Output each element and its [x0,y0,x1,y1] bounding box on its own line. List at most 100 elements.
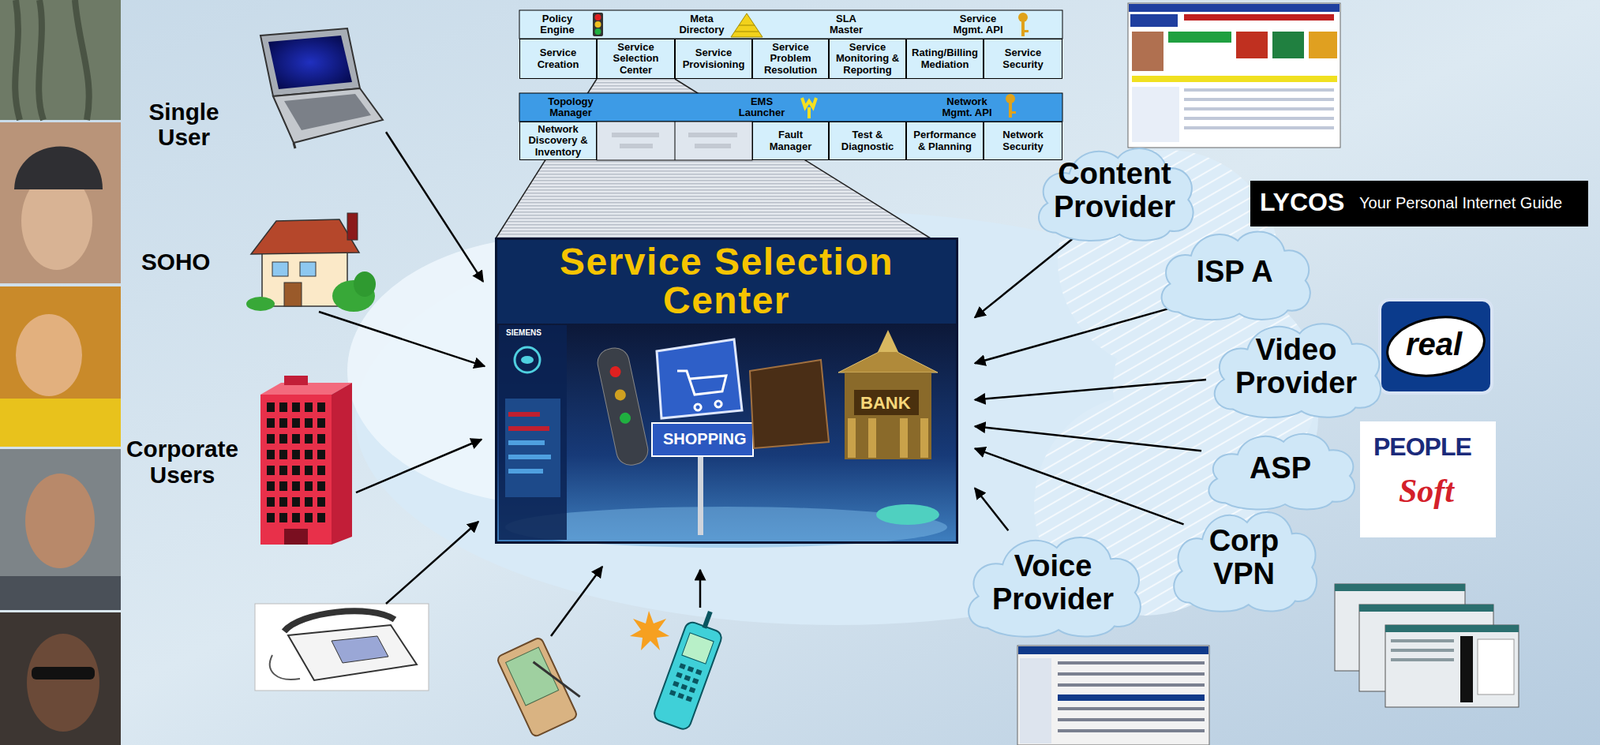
photo-strip [0,398,121,447]
office-building-icon [260,375,353,545]
node-text: ASP [1249,452,1312,486]
voice-screenshot [1057,729,1205,733]
flow-arrow [974,448,1185,525]
network-layer-table [596,121,753,161]
office-building-icon [317,513,326,523]
real-logo [1379,299,1492,394]
voice-screenshot [1018,646,1209,655]
table-cell: Network Mgmt. API [931,93,1003,122]
office-building-icon [292,402,300,413]
node-text: Network Mgmt. API [936,96,997,120]
laptop-icon [284,93,371,131]
flow-arrow [355,439,482,493]
photo-strip [0,449,121,611]
mobile-phone-icon [689,686,697,694]
selection-screen [508,454,551,460]
selection-screen [514,347,540,373]
office-building-icon [292,513,300,523]
provider-cloud: Video Provider [1206,314,1387,420]
flow-arrow [974,488,1008,532]
network-layer-table [519,93,1063,161]
table-cell: Policy Engine [527,10,588,39]
photo-strip [0,0,121,120]
laptop-icon [260,28,383,149]
node-text: Content Provider [1043,157,1186,225]
application-windows [1334,584,1466,592]
mobile-phone-icon [678,663,686,670]
photo-strip [0,122,121,284]
office-building-icon [292,481,300,491]
photo-strip [14,146,103,190]
mobile-phone-icon [692,678,700,685]
selection-screen [749,359,829,449]
selection-screen [677,370,727,411]
portal-screenshot [1130,14,1178,27]
office-building-icon [266,434,275,444]
service-layer-table [595,21,602,28]
mobile-phone-icon [629,605,729,731]
mobile-phone-icon [677,693,685,700]
mobile-phone-icon [683,674,691,682]
node-text: Policy Engine [532,13,583,37]
table-cell: Network Security [983,121,1063,161]
office-building-icon [317,481,326,491]
table-cell: Test & Diagnostic [828,121,907,161]
logo-text: Soft [1398,472,1454,510]
node-text: Service Selection Center [533,239,921,324]
photo-strip [0,286,121,447]
mobile-phone-icon [651,605,729,731]
node-text: Topology Manager [539,96,603,120]
selection-screen [508,412,540,417]
portal-screenshot [1127,3,1341,148]
table-cell: Service Monitoring & Reporting [828,38,907,79]
mobile-phone-icon [629,610,670,651]
node-text: Fault Manager [763,129,819,153]
portal-screenshot [1168,31,1232,43]
cloud-shape [968,537,1141,638]
node-text: Corporate Users [116,436,249,488]
office-building-icon [304,418,313,428]
portal-screenshot [1131,75,1338,83]
desk-phone-icon [269,655,300,680]
provider-cloud: Voice Provider [959,527,1147,640]
service-layer-table [738,25,755,27]
selection-screen [618,411,633,425]
node-text: Voice Provider [974,550,1132,617]
mobile-phone-icon [687,666,695,673]
selection-screen [495,238,958,544]
house-icon [347,213,358,240]
laptop-icon [260,28,360,97]
office-building-icon [317,449,326,460]
real-logo [1382,310,1490,383]
service-layer-table [592,12,604,37]
user-group: Single User [139,26,386,151]
provider-cloud: Corp VPN [1166,502,1322,615]
mobile-phone-icon [685,696,694,703]
portal-screenshot [1127,3,1341,148]
laptop-icon [293,142,296,149]
portal-screenshot [1131,31,1164,72]
selection-screen [847,418,856,458]
selection-screen [920,418,929,458]
office-building-icon [266,402,275,413]
node-text: Service Provisioning [678,47,750,71]
office-building-icon [304,497,313,507]
pda-icon [533,650,581,709]
sign-text: SHOPPING [663,430,747,449]
node-text: Test & Diagnostic [831,129,904,153]
selection-screen [614,388,628,402]
selection-screen [495,238,958,548]
sign-text: BANK [860,393,911,413]
service-layer-table [519,10,1063,39]
photo-strip [0,576,121,611]
node-text: Service Monitoring & Reporting [831,41,904,76]
network-layer-table [1008,101,1012,118]
laptop-icon [273,88,383,143]
mobile-phone-icon [669,689,677,697]
office-building-icon [304,434,313,444]
voice-screenshot [1057,718,1205,722]
portal-screenshot [1272,31,1304,59]
selection-screen [608,365,623,379]
selection-screen [595,345,651,469]
